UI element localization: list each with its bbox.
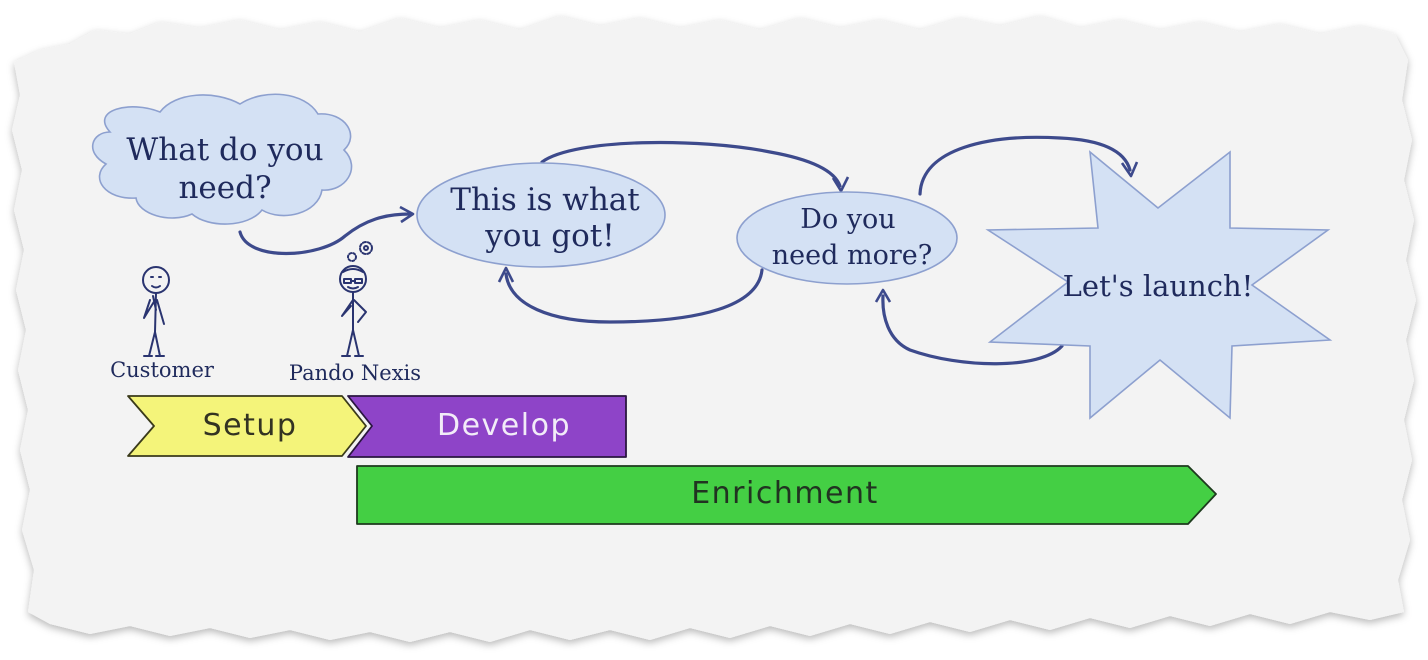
setup-label: Setup (203, 408, 298, 443)
customer-label: Customer (110, 358, 215, 382)
bubble-got-line1: This is what (450, 182, 640, 218)
bubble-got-line2: you got! (484, 218, 614, 254)
develop-label: Develop (437, 408, 571, 443)
bubble-more-line2: need more? (772, 240, 932, 271)
bubble-need-line1: What do you (126, 132, 323, 168)
pando-nexis-label: Pando Nexis (289, 361, 421, 385)
bubble-more-line1: Do you (800, 204, 895, 235)
phase-setup: Setup (128, 396, 366, 456)
bubble-this-is-what-you-got: This is what you got! (417, 163, 665, 267)
bubble-do-you-need-more: Do you need more? (737, 192, 957, 284)
launch-label: Let's launch! (1063, 269, 1254, 303)
enrichment-label: Enrichment (691, 476, 879, 511)
phase-develop: Develop (348, 396, 626, 457)
bubble-need-line2: need? (178, 170, 271, 206)
phase-enrichment: Enrichment (357, 466, 1216, 524)
